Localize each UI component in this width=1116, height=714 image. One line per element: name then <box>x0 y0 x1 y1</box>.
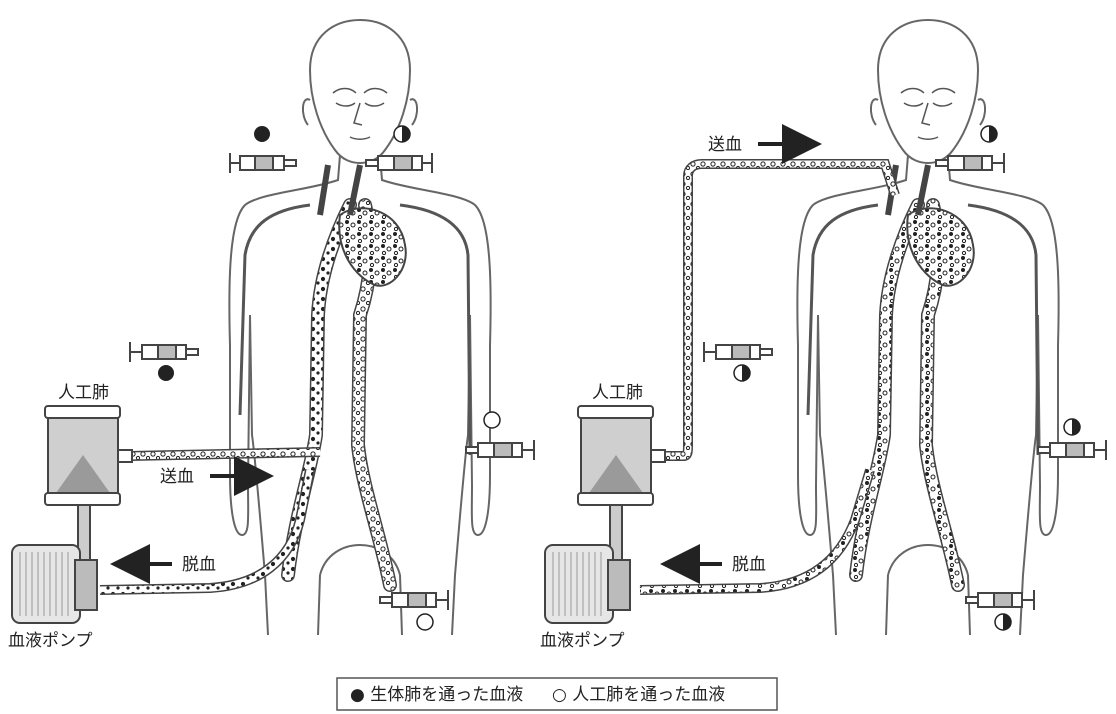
return-flow-label-right: 送血 <box>708 135 742 155</box>
left-sample-syringes <box>130 153 534 610</box>
open-circle-icon <box>484 412 500 428</box>
oxygenator-label-right: 人工肺 <box>592 383 643 403</box>
syringe-icon <box>230 153 296 173</box>
half-filled-circle-icon <box>394 126 410 142</box>
pump-label-left: 血液ポンプ <box>8 631 93 651</box>
legend-native-lung-blood: ● 生体肺を通った血液 <box>350 685 523 705</box>
half-filled-circle-icon <box>734 365 750 381</box>
left-heart <box>339 208 406 286</box>
syringe-icon <box>1038 440 1106 460</box>
half-filled-circle-icon <box>995 614 1011 630</box>
right-oxygenator: 人工肺 <box>578 383 665 505</box>
half-filled-circle-icon <box>981 126 997 142</box>
return-flow-label-left: 送血 <box>160 467 194 487</box>
legend-artificial-lung-blood: ○ 人工肺を通った血液 <box>552 685 725 705</box>
half-filled-circle-icon <box>1064 419 1080 435</box>
left-oxygenator: 人工肺 <box>45 383 132 505</box>
syringe-icon <box>966 590 1034 610</box>
right-figure <box>797 20 1058 635</box>
syringe-icon <box>704 342 772 362</box>
right-blood-pump: 血液ポンプ <box>540 545 630 651</box>
drain-flow-label-right: 脱血 <box>732 555 766 575</box>
open-circle-icon <box>417 614 433 630</box>
syringe-icon <box>466 440 534 460</box>
left-flow-arrows: 送血 脱血 <box>126 467 258 575</box>
right-circuit <box>610 164 895 590</box>
filled-circle-icon <box>158 365 174 381</box>
oxygenator-label-left: 人工肺 <box>58 383 109 403</box>
left-figure <box>229 20 490 635</box>
drain-flow-label-left: 脱血 <box>182 555 216 575</box>
syringe-icon <box>380 590 448 610</box>
legend-box: ● 生体肺を通った血液 ○ 人工肺を通った血液 <box>337 678 777 710</box>
pump-label-right: 血液ポンプ <box>540 631 625 651</box>
syringe-icon <box>130 342 198 362</box>
filled-circle-icon <box>254 126 270 142</box>
left-blood-pump: 血液ポンプ <box>8 545 97 651</box>
